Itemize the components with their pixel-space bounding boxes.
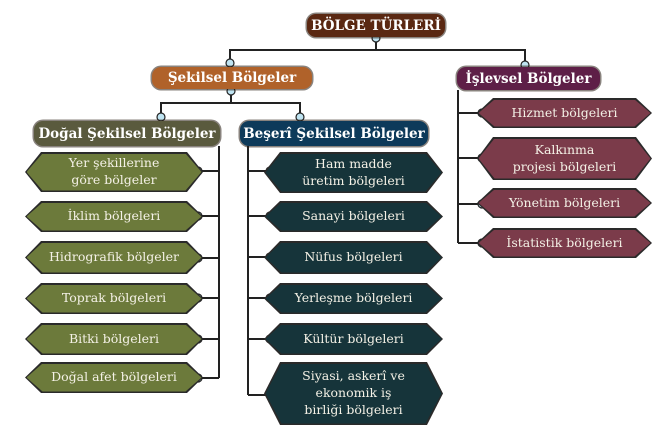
dogal-item: Toprak bölgeleri (27, 285, 202, 313)
beseri-item: Siyasi, askerî ve ekonomik iş birliği bö… (266, 364, 442, 424)
dogal-item: Hidrografik bölgeler (27, 243, 202, 273)
root-node: BÖLGE TÜRLERİ (307, 14, 445, 37)
dogal-item: Doğal afet bölgeleri (27, 364, 202, 392)
sekilsel-node: Şekilsel Bölgeler (152, 67, 312, 89)
islevsel-item: Hizmet bölgeleri (479, 100, 651, 127)
dogal-item: İklim bölgeleri (27, 203, 202, 231)
beseri-item: Kültür bölgeleri (266, 325, 442, 354)
dogal-item: Yer şekillerine göre bölgeler (27, 154, 202, 191)
beseri-item: Sanayi bölgeleri (266, 203, 442, 231)
islevsel-item: Yönetim bölgeleri (479, 190, 651, 217)
islevsel-item: Kalkınma projesi bölgeleri (479, 139, 651, 179)
beseri-item: Ham madde üretim bölgeleri (266, 154, 442, 192)
dogal-node: Doğal Şekilsel Bölgeler (34, 121, 220, 146)
islevsel-node: İşlevsel Bölgeler (457, 67, 600, 90)
islevsel-item: İstatistik bölgeleri (479, 230, 651, 257)
beseri-node: Beşerî Şekilsel Bölgeler (240, 121, 428, 146)
beseri-item: Nüfus bölgeleri (266, 243, 442, 273)
dogal-item: Bitki bölgeleri (27, 325, 202, 354)
beseri-item: Yerleşme bölgeleri (266, 285, 442, 313)
